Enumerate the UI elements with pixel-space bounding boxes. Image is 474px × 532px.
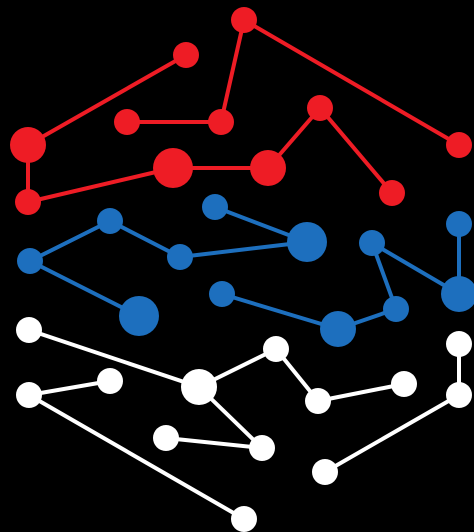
blue-cluster-edge <box>28 219 112 263</box>
blue-cluster-edge <box>178 240 309 259</box>
blue-cluster-edge <box>108 219 182 259</box>
white-cluster-node <box>16 382 42 408</box>
white-cluster-node <box>391 371 417 397</box>
blue-cluster-node <box>167 244 193 270</box>
blue-cluster-node <box>209 281 235 307</box>
blue-cluster-edge <box>220 292 340 331</box>
white-cluster-node <box>446 382 472 408</box>
red-cluster-edge <box>242 18 461 147</box>
white-cluster-edge <box>27 379 112 397</box>
blue-cluster-node <box>320 311 356 347</box>
white-cluster-node <box>16 317 42 343</box>
white-cluster-node <box>446 331 472 357</box>
blue-cluster-node <box>446 211 472 237</box>
graph-nodes <box>10 7 474 532</box>
white-cluster-node <box>305 388 331 414</box>
red-cluster-edge <box>26 53 188 147</box>
white-cluster-edge <box>164 436 264 450</box>
blue-cluster-node <box>97 208 123 234</box>
red-cluster-node <box>208 109 234 135</box>
white-cluster-node <box>263 336 289 362</box>
white-cluster-edge <box>27 328 201 389</box>
red-cluster-node <box>114 109 140 135</box>
red-cluster-node <box>446 132 472 158</box>
red-cluster-node <box>10 127 46 163</box>
red-cluster-edge <box>318 106 394 195</box>
white-cluster-edge <box>27 393 246 521</box>
blue-cluster-node <box>441 276 474 312</box>
white-cluster-edge <box>316 382 406 403</box>
blue-cluster-node <box>359 230 385 256</box>
red-cluster-node <box>15 189 41 215</box>
red-cluster-node <box>231 7 257 33</box>
red-cluster-node <box>250 150 286 186</box>
white-cluster-node <box>181 369 217 405</box>
red-cluster-edge <box>219 18 246 124</box>
white-cluster-edge <box>323 393 461 474</box>
blue-cluster-node <box>119 296 159 336</box>
white-cluster-node <box>249 435 275 461</box>
white-cluster-node <box>97 368 123 394</box>
red-cluster-node <box>173 42 199 68</box>
white-cluster-node <box>153 425 179 451</box>
blue-cluster-node <box>287 222 327 262</box>
white-cluster-node <box>231 506 257 532</box>
blue-cluster-node <box>383 296 409 322</box>
red-cluster-edge <box>26 166 175 204</box>
white-cluster-node <box>312 459 338 485</box>
red-cluster-node <box>307 95 333 121</box>
blue-cluster-node <box>202 194 228 220</box>
blue-cluster-node <box>17 248 43 274</box>
blue-cluster-edge <box>28 259 141 318</box>
red-cluster-node <box>379 180 405 206</box>
red-cluster-node <box>153 148 193 188</box>
